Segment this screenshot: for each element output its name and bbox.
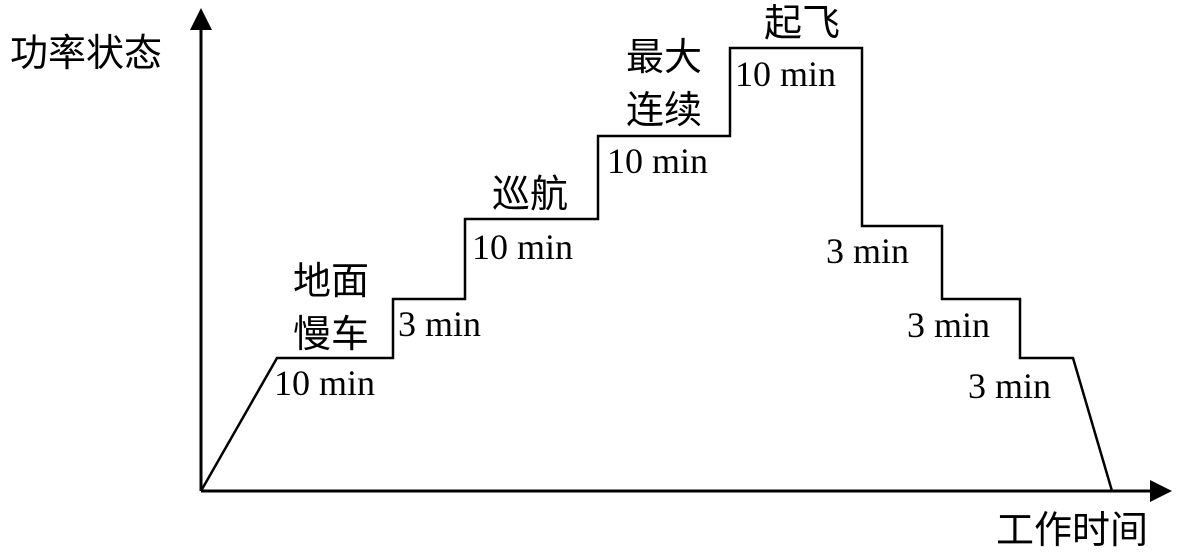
stage-3-name: 巡航 bbox=[492, 172, 568, 216]
stage-4-duration: 10 min bbox=[607, 141, 708, 181]
stage-8-duration: 3 min bbox=[968, 366, 1051, 406]
stage-7-duration: 3 min bbox=[907, 305, 990, 345]
stage-2-duration: 3 min bbox=[398, 304, 481, 344]
stage-5-duration: 10 min bbox=[735, 54, 836, 94]
y-axis-label: 功率状态 bbox=[10, 31, 162, 75]
x-axis-label: 工作时间 bbox=[996, 508, 1148, 552]
stage-1-duration: 10 min bbox=[274, 363, 375, 403]
stage-5-name: 起飞 bbox=[764, 1, 840, 45]
x-axis-arrow bbox=[1150, 480, 1172, 502]
power-profile-line bbox=[199, 46, 1114, 492]
stage-1-name-line-2: 慢车 bbox=[293, 312, 369, 356]
stage-3-duration: 10 min bbox=[472, 227, 573, 267]
y-axis-arrow bbox=[190, 8, 212, 30]
stage-1-name-line-1: 地面 bbox=[293, 259, 369, 303]
stage-6-duration: 3 min bbox=[826, 231, 909, 271]
stage-4-name-line-2: 连续 bbox=[626, 88, 702, 132]
stage-4-name-line-1: 最大 bbox=[626, 35, 702, 79]
